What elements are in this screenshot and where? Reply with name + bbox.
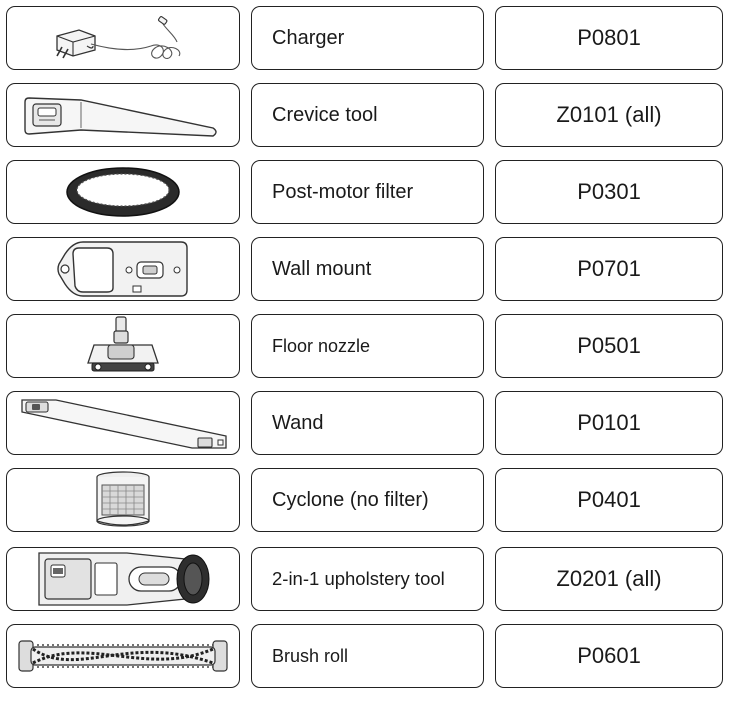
part-name: Floor nozzle [251,314,484,378]
charger-icon [56,16,181,59]
part-code: P0401 [495,468,723,532]
brush-roll-icon [18,640,228,672]
part-image-cell [6,624,240,688]
floor-nozzle-icon [87,316,159,372]
part-code: P0501 [495,314,723,378]
part-code: P0601 [495,624,723,688]
part-name: Brush roll [251,624,484,688]
part-image-cell [6,314,240,378]
part-code: Z0101 (all) [495,83,723,147]
table-row: Floor nozzle P0501 [0,314,737,380]
part-code: P0101 [495,391,723,455]
upholstery-tool-icon [38,552,210,606]
table-row: Post-motor filter P0301 [0,160,737,226]
part-image-cell [6,160,240,224]
table-row: Charger P0801 [0,6,737,72]
part-name: Post-motor filter [251,160,484,224]
crevice-tool-icon [24,97,217,137]
part-name: Wall mount [251,237,484,301]
part-image-cell [6,83,240,147]
table-row: Wand P0101 [0,391,737,457]
cyclone-icon [96,471,150,527]
part-name: Crevice tool [251,83,484,147]
part-code: P0701 [495,237,723,301]
part-image-cell [6,468,240,532]
part-image-cell [6,391,240,455]
part-image-cell [6,237,240,301]
part-name: 2-in-1 upholstery tool [251,547,484,611]
wand-icon [21,399,227,449]
table-row: 2-in-1 upholstery tool Z0201 (all) [0,547,737,613]
table-row: Cyclone (no filter) P0401 [0,468,737,534]
table-row: Crevice tool Z0101 (all) [0,83,737,149]
table-row: Brush roll P0601 [0,624,737,690]
part-image-cell [6,547,240,611]
part-code: P0301 [495,160,723,224]
part-code: Z0201 (all) [495,547,723,611]
wall-mount-icon [57,241,188,297]
part-name: Charger [251,6,484,70]
part-name: Cyclone (no filter) [251,468,484,532]
post-motor-filter-icon [66,167,180,217]
table-row: Wall mount P0701 [0,237,737,303]
part-code: P0801 [495,6,723,70]
part-name: Wand [251,391,484,455]
part-image-cell [6,6,240,70]
